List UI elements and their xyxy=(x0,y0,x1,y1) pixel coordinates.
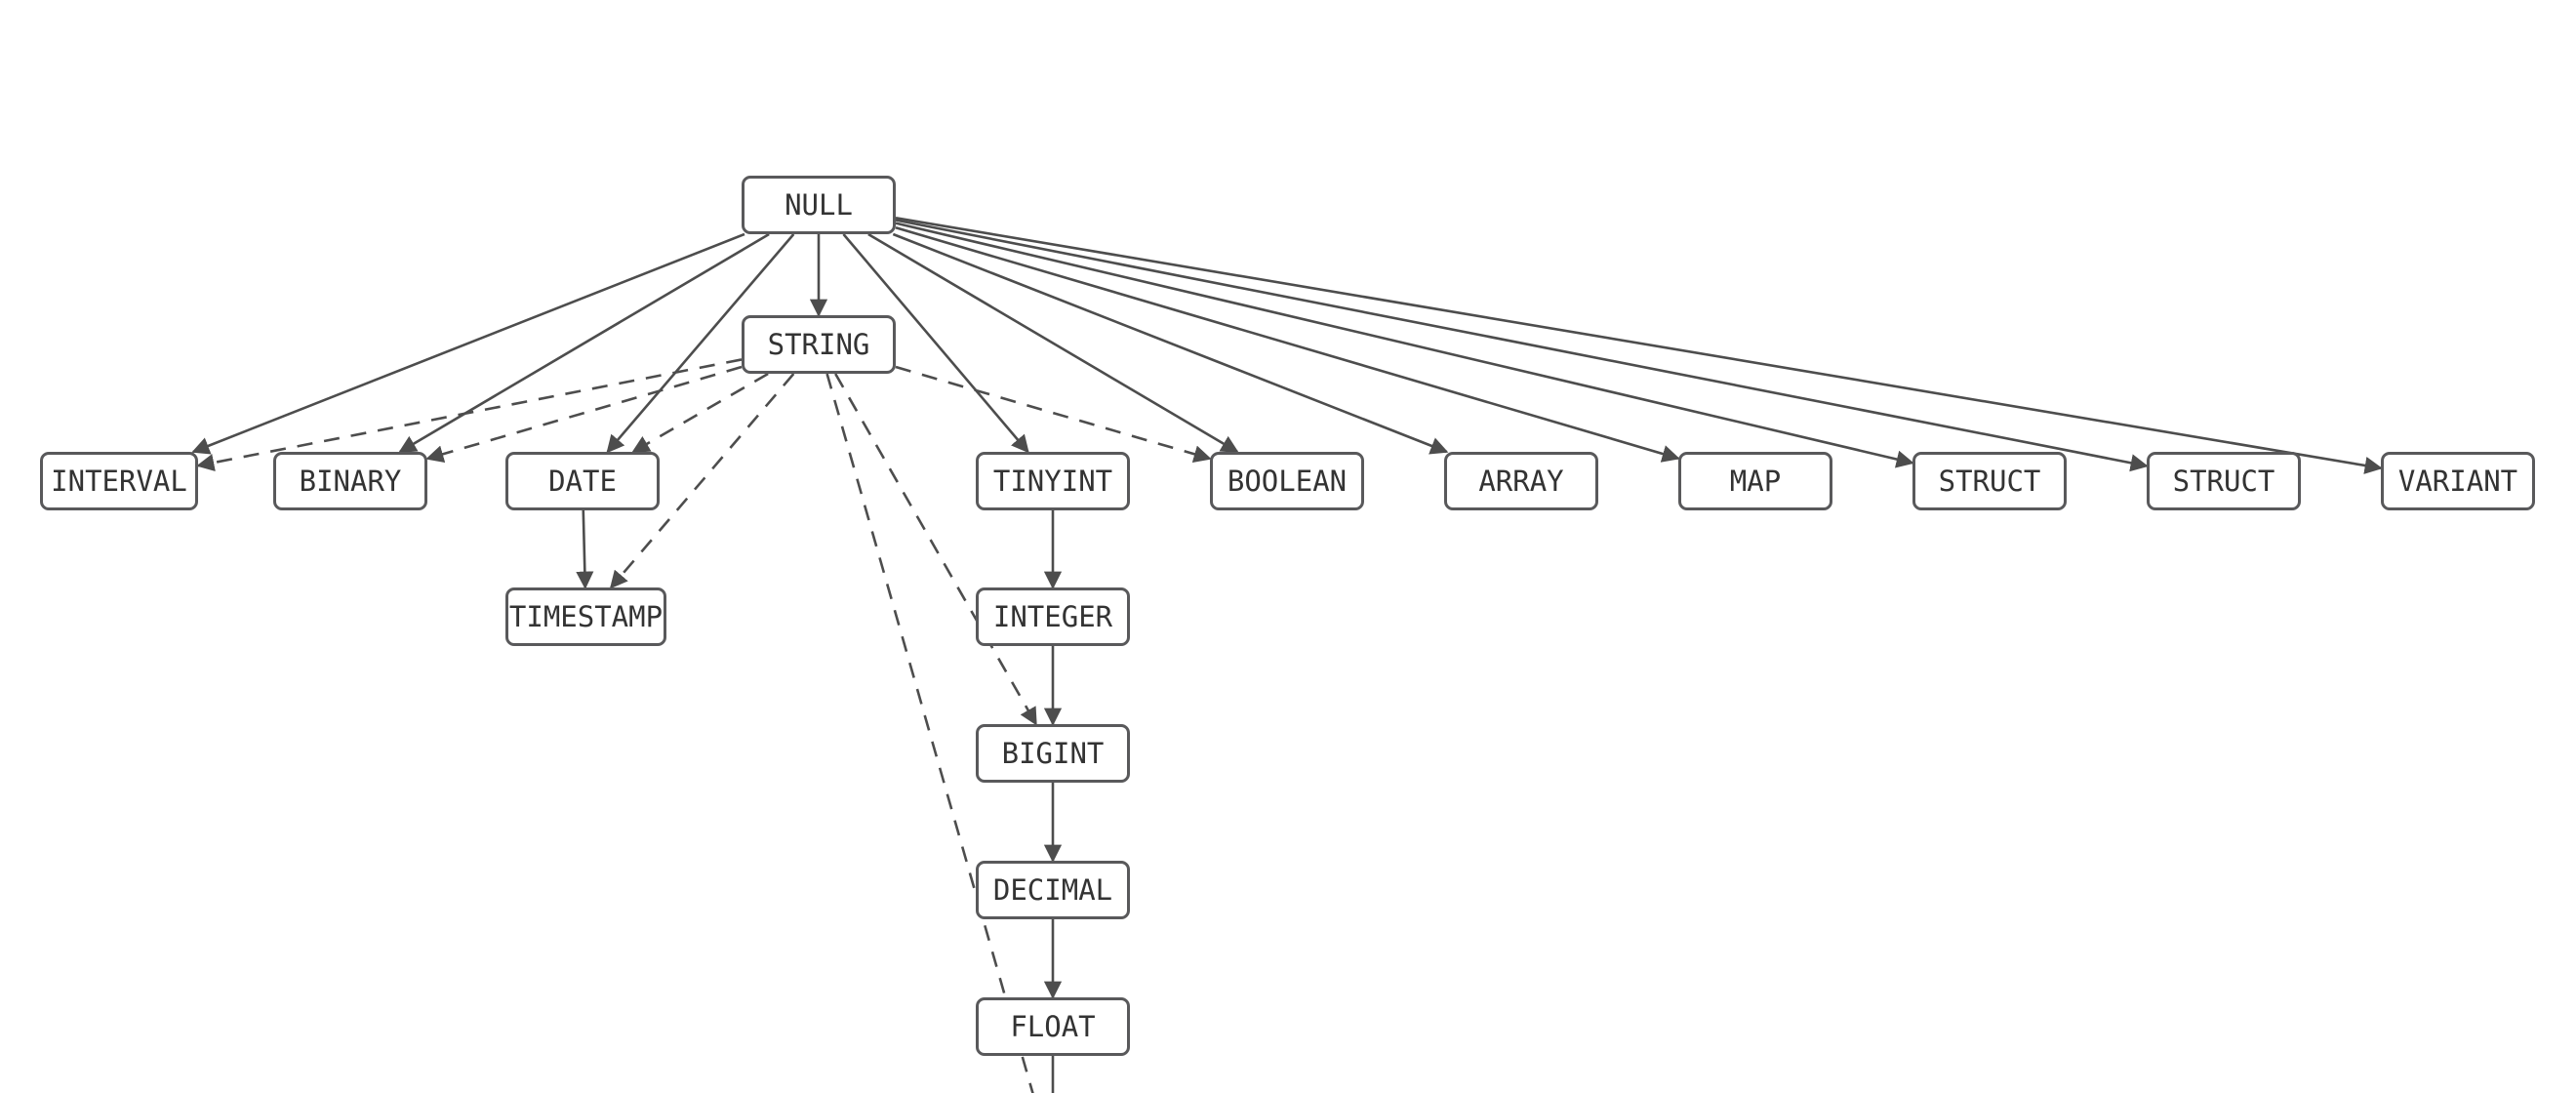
edge-null-to-boolean xyxy=(867,232,1239,454)
node-struct2[interactable]: STRUCT xyxy=(2147,452,2301,510)
edge-null-to-variant xyxy=(895,217,2383,474)
edge-string-to-bigint xyxy=(834,373,1037,726)
node-float[interactable]: FLOAT xyxy=(976,997,1130,1056)
node-integer[interactable]: INTEGER xyxy=(976,587,1130,646)
edge-null-to-map xyxy=(895,226,1680,463)
node-map[interactable]: MAP xyxy=(1678,452,1832,510)
node-label: INTEGER xyxy=(992,599,1113,633)
edge-null-to-struct2 xyxy=(895,219,2149,472)
node-label: BINARY xyxy=(299,464,402,498)
edge-null-to-binary xyxy=(398,232,770,454)
node-label: ARRAY xyxy=(1478,464,1564,498)
edge-string-to-timestamp xyxy=(609,373,795,589)
edge-null-to-tinyint xyxy=(842,233,1029,454)
node-label: BOOLEAN xyxy=(1227,464,1348,498)
node-label: STRUCT xyxy=(1938,464,2041,498)
node-variant[interactable]: VARIANT xyxy=(2381,452,2535,510)
node-string[interactable]: STRING xyxy=(742,315,896,374)
node-label: INTERVAL xyxy=(51,464,187,498)
node-binary[interactable]: BINARY xyxy=(273,452,427,510)
node-label: VARIANT xyxy=(2397,464,2518,498)
node-label: DATE xyxy=(548,464,617,498)
node-label: TINYINT xyxy=(992,464,1113,498)
node-boolean[interactable]: BOOLEAN xyxy=(1210,452,1364,510)
node-struct1[interactable]: STRUCT xyxy=(1912,452,2067,510)
edge-null-to-date xyxy=(606,233,795,454)
node-timestamp[interactable]: TIMESTAMP xyxy=(505,587,666,646)
edge-string-to-interval xyxy=(196,358,743,471)
node-label: BIGINT xyxy=(1001,736,1105,770)
node-label: FLOAT xyxy=(1010,1009,1096,1043)
edge-null-to-array xyxy=(892,232,1449,455)
edge-null-to-interval xyxy=(191,232,745,455)
node-decimal[interactable]: DECIMAL xyxy=(976,861,1130,919)
node-label: TIMESTAMP xyxy=(508,599,664,633)
node-null[interactable]: NULL xyxy=(742,176,896,234)
node-label: NULL xyxy=(785,187,853,222)
node-label: DECIMAL xyxy=(992,872,1113,907)
node-label: STRUCT xyxy=(2172,464,2275,498)
node-tinyint[interactable]: TINYINT xyxy=(976,452,1130,510)
edge-date-to-timestamp xyxy=(576,509,594,589)
node-bigint[interactable]: BIGINT xyxy=(976,724,1130,783)
node-interval[interactable]: INTERVAL xyxy=(40,452,198,510)
node-array[interactable]: ARRAY xyxy=(1444,452,1598,510)
node-date[interactable]: DATE xyxy=(505,452,660,510)
edge-null-to-struct1 xyxy=(895,222,1914,468)
node-label: STRING xyxy=(767,327,870,361)
node-label: MAP xyxy=(1729,464,1782,498)
